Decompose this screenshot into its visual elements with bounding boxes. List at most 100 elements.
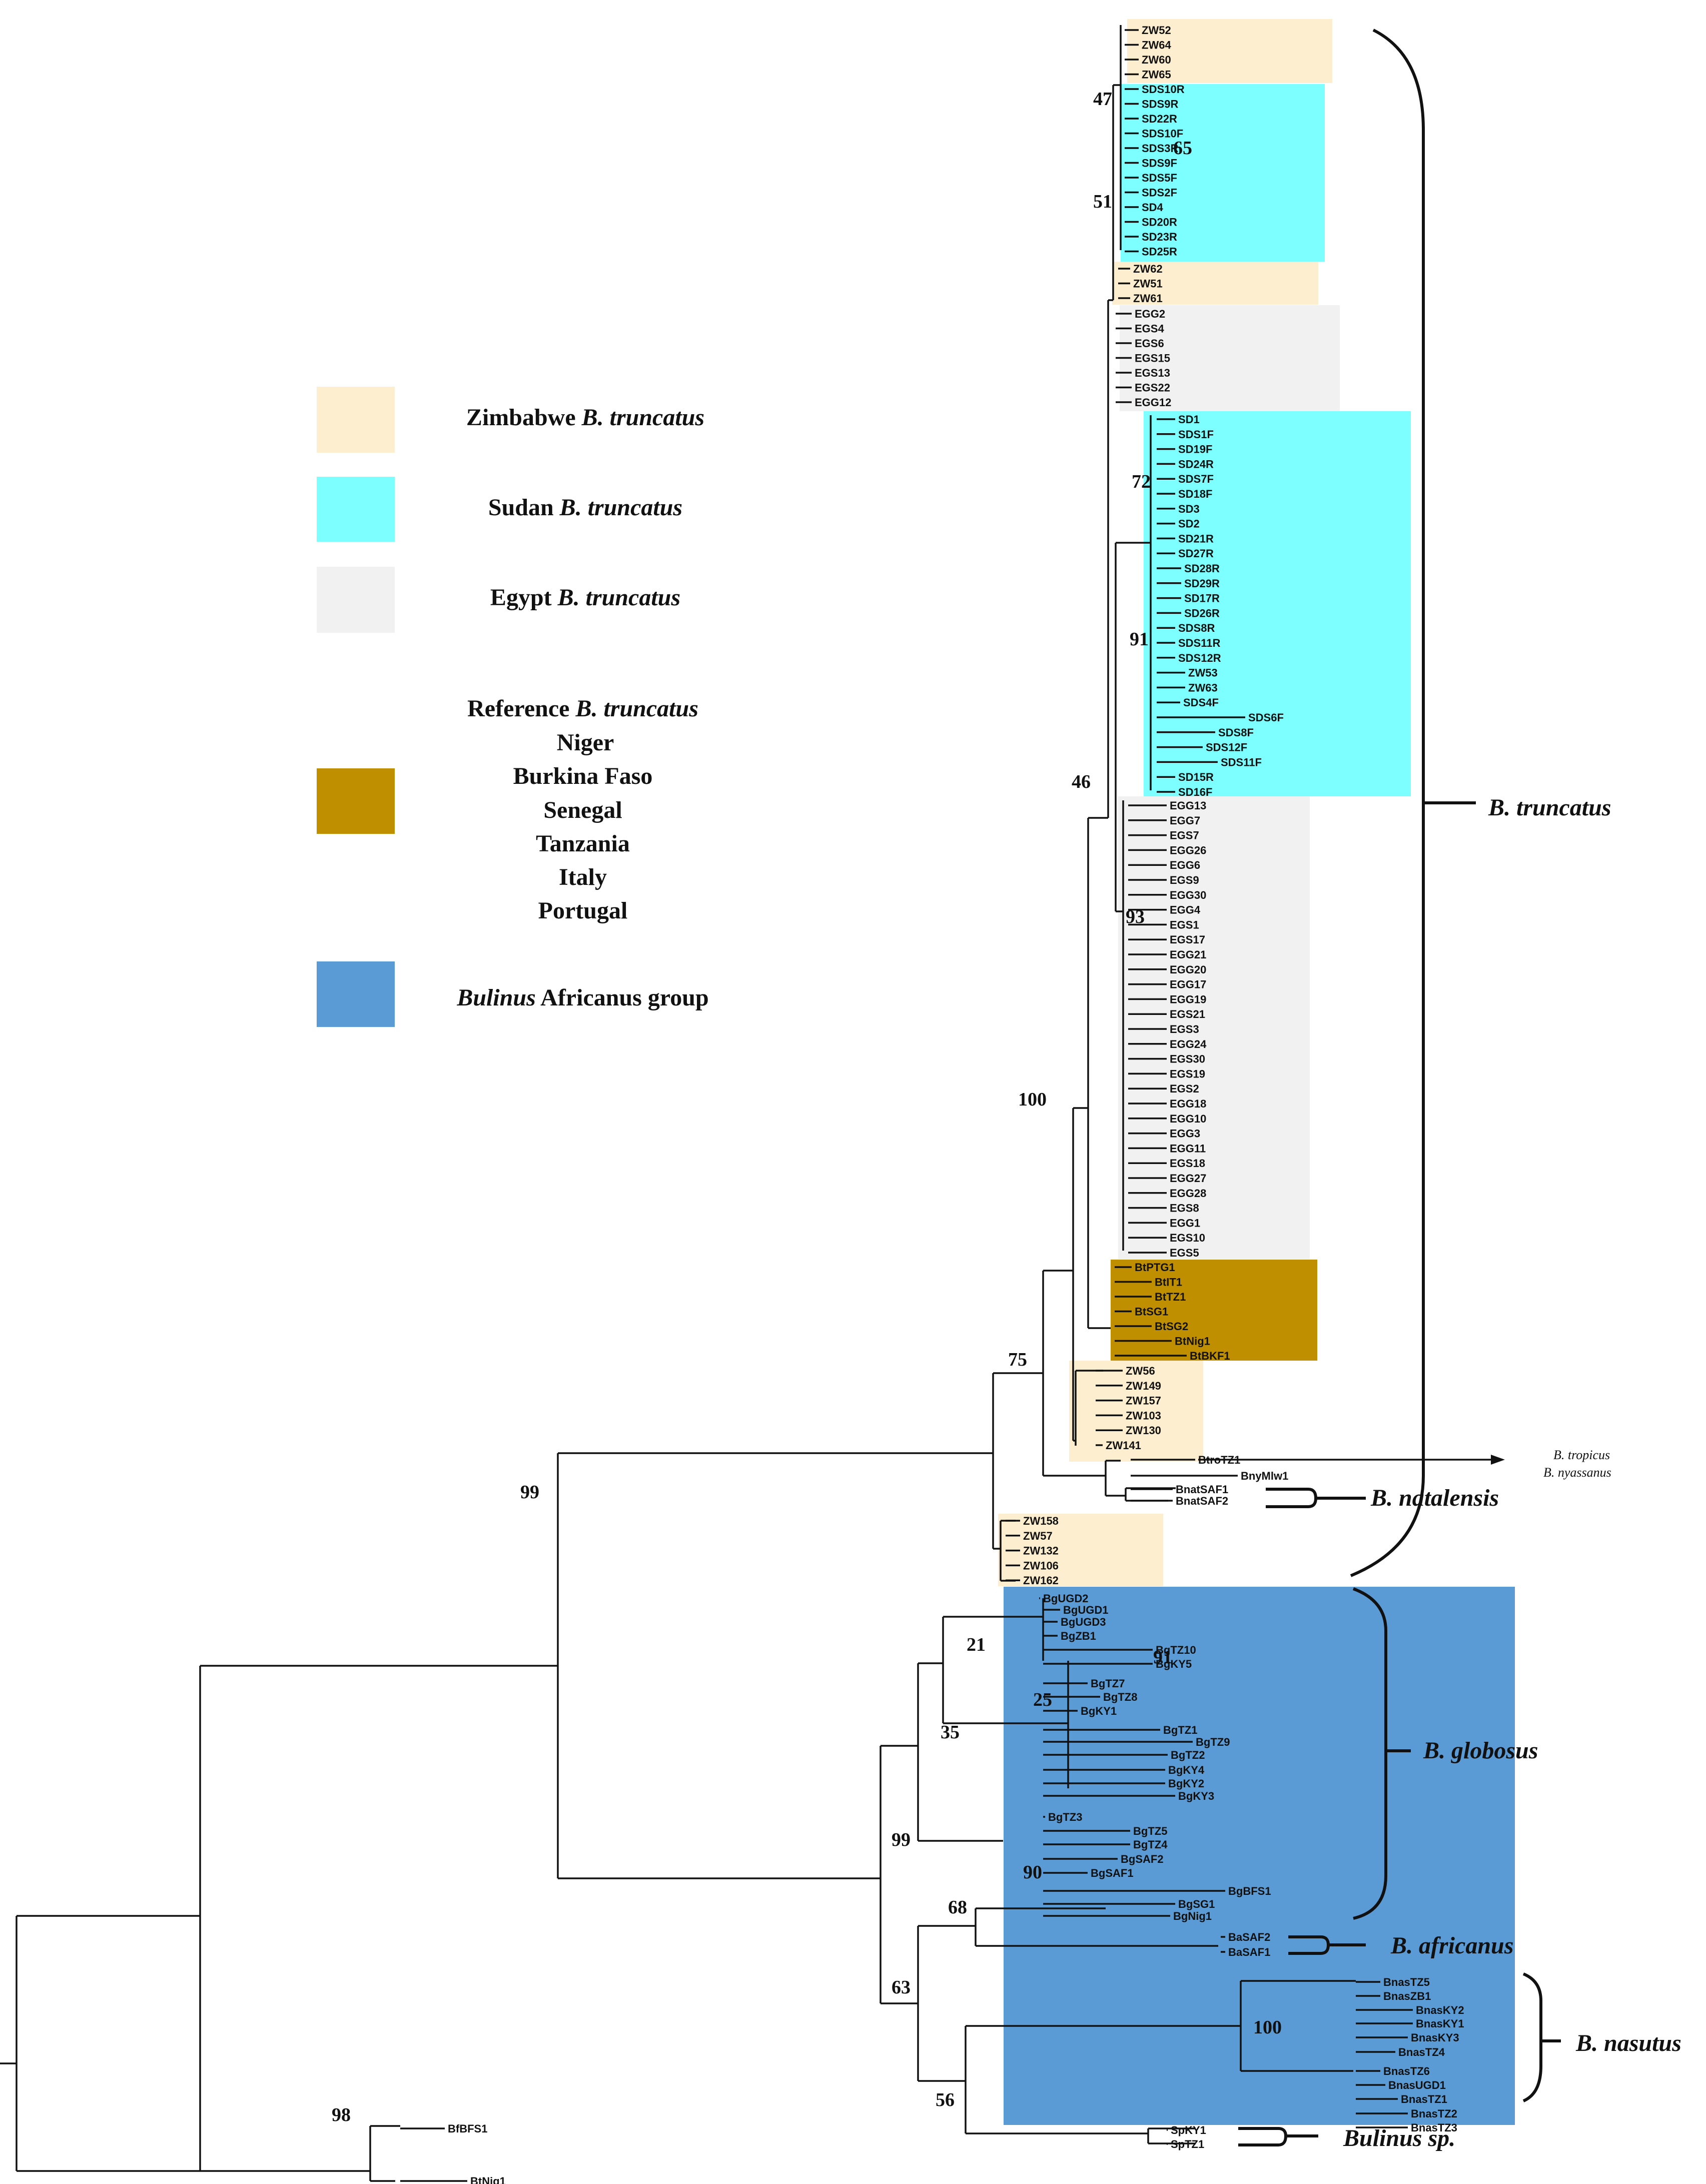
leaf-label: BgZB1 — [1061, 1630, 1096, 1642]
leaf-label: SD23R — [1142, 231, 1177, 243]
leaf-label: BnatSAF2 — [1176, 1495, 1228, 1507]
legend-country: Tanzania — [536, 830, 630, 857]
bootstrap-label: 91 — [1153, 1647, 1172, 1668]
bootstrap-label: 63 — [892, 1977, 911, 1998]
clade-label-truncatus: B. truncatus — [1488, 794, 1611, 821]
leaf-label: BgUGD2 — [1043, 1592, 1088, 1605]
leaf-label: ZW64 — [1142, 39, 1171, 52]
clade-label-nasutus: B. nasutus — [1575, 2030, 1681, 2056]
leaf-label: EGG26 — [1170, 844, 1206, 856]
leaf-label: ZW57 — [1023, 1530, 1053, 1542]
leaf-label: EGS15 — [1135, 352, 1170, 365]
leaf-label: EGS13 — [1135, 367, 1170, 379]
leaf-label: SD18F — [1178, 488, 1212, 500]
leaf-label: BgBFS1 — [1228, 1885, 1271, 1897]
leaf-label: BnasTZ3 — [1411, 2121, 1457, 2134]
leaf-label: ZW60 — [1142, 54, 1171, 66]
bootstrap-label: 68 — [948, 1897, 967, 1918]
leaf-label: ZW51 — [1133, 278, 1163, 290]
leaf-label: SDS11F — [1221, 756, 1262, 768]
leaf-label: BtNig1 — [1175, 1335, 1210, 1348]
edge-big-clusters — [1115, 415, 1152, 1251]
leaf-label: EGG12 — [1135, 396, 1171, 409]
leaf-label: SDS4F — [1183, 696, 1219, 709]
leaf-label: ZW130 — [1126, 1424, 1161, 1437]
leaf-label: SD17R — [1184, 592, 1220, 605]
bg-egypt-big — [1118, 796, 1310, 1259]
leaf-label: ZW65 — [1142, 69, 1171, 81]
leaf-label: BtSG2 — [1155, 1320, 1188, 1333]
legend-country: Burkina Faso — [513, 763, 653, 789]
leaf-label: EGS5 — [1170, 1247, 1199, 1259]
bootstrap-values: 47 65 51 72 91 46 93 100 75 99 21 91 25 … — [332, 89, 1282, 2125]
leaf-label: ZW61 — [1133, 292, 1163, 305]
leaf-label: BnasTZ5 — [1383, 1976, 1430, 1988]
leaf-label: EGG20 — [1170, 963, 1206, 976]
clade-brackets — [1238, 29, 1561, 2146]
leaf-label: BgKY5 — [1156, 1658, 1192, 1670]
leaf-label: EGG28 — [1170, 1187, 1206, 1200]
leaf-label: BgKY4 — [1168, 1764, 1205, 1776]
leaf-label: BnyMlw1 — [1241, 1470, 1288, 1482]
leaf-label: EGG21 — [1170, 948, 1206, 961]
bootstrap-label: 21 — [967, 1634, 986, 1655]
leaf-label: BgUGD1 — [1063, 1604, 1108, 1616]
leaf-label: BtSG1 — [1135, 1306, 1168, 1318]
leaf-label: EGS9 — [1170, 874, 1199, 886]
leaf-label: SDS8F — [1218, 726, 1254, 739]
edge-truncatus-core — [1072, 817, 1111, 1446]
leaf-label: EGS2 — [1170, 1082, 1199, 1095]
leaf-label: EGG13 — [1170, 799, 1206, 812]
bootstrap-label: 75 — [1008, 1349, 1027, 1370]
leaf-label: BgTZ10 — [1156, 1644, 1196, 1656]
leaf-label: BfBFS1 — [448, 2122, 487, 2135]
leaf-label: ZW62 — [1133, 263, 1163, 275]
legend-swatch-egypt — [317, 567, 395, 633]
bootstrap-label: 99 — [520, 1482, 539, 1503]
leaf-label: ZW56 — [1126, 1365, 1155, 1377]
leaf-label: SDS10F — [1142, 128, 1183, 140]
leaf-label: SDS5F — [1142, 172, 1177, 184]
bg-zimbabwe-mid — [1112, 262, 1318, 305]
bg-africanus-group — [1004, 1587, 1515, 2125]
clade-label-globosus: B. globosus — [1423, 1737, 1538, 1764]
bracket-bulinus-sp — [1238, 2127, 1318, 2146]
leaf-label: EGG11 — [1170, 1142, 1206, 1155]
leaf-label: ZW103 — [1126, 1409, 1161, 1422]
leaf-label: EGS7 — [1170, 829, 1199, 842]
clade-label-africanus: B. africanus — [1390, 1932, 1513, 1959]
leaf-label: EGS22 — [1135, 382, 1170, 394]
bg-zimbabwe-top — [1127, 19, 1332, 83]
leaf-label: SD4 — [1142, 201, 1164, 214]
arrow-head-icon — [1491, 1455, 1505, 1465]
leaf-label: BgTZ9 — [1196, 1736, 1230, 1748]
leaf-label: BgTZ4 — [1133, 1838, 1168, 1851]
edge-outgroup — [369, 2125, 400, 2182]
side-label-tropicus: B. tropicus — [1553, 1448, 1610, 1462]
legend-country: Senegal — [543, 797, 622, 823]
legend: Zimbabwe B. truncatus Sudan B. truncatus… — [317, 387, 709, 1027]
leaf-label: SDS12R — [1178, 652, 1221, 664]
leaf-label: EGG6 — [1170, 859, 1200, 871]
leaf-label: SpKY1 — [1171, 2124, 1206, 2136]
leaf-label: SDS8R — [1178, 622, 1215, 634]
leaf-label: BtroTZ1 — [1198, 1454, 1240, 1466]
leaf-label: SDS12F — [1206, 741, 1247, 754]
leaf-label: SDS9F — [1142, 157, 1177, 170]
legend-swatch-zimbabwe — [317, 387, 395, 453]
leaf-label: EGS10 — [1170, 1232, 1205, 1244]
leaf-label: ZW106 — [1023, 1559, 1059, 1572]
leaf-label: EGS4 — [1135, 323, 1164, 335]
leaf-label: BgKY2 — [1168, 1777, 1204, 1790]
leaf-label: BtBKF1 — [1190, 1350, 1230, 1362]
leaf-label: EGG1 — [1170, 1217, 1200, 1229]
legend-swatch-africanus — [317, 961, 395, 1027]
leaf-label: SpTZ1 — [1171, 2138, 1204, 2150]
edge-main-split — [557, 1452, 993, 1879]
bootstrap-label: 25 — [1033, 1689, 1052, 1710]
leaf-label: EGS17 — [1170, 933, 1205, 946]
leaf-label: EGG3 — [1170, 1128, 1200, 1140]
leaf-label: EGG18 — [1170, 1098, 1206, 1110]
leaf-label: BaSAF1 — [1228, 1946, 1270, 1958]
